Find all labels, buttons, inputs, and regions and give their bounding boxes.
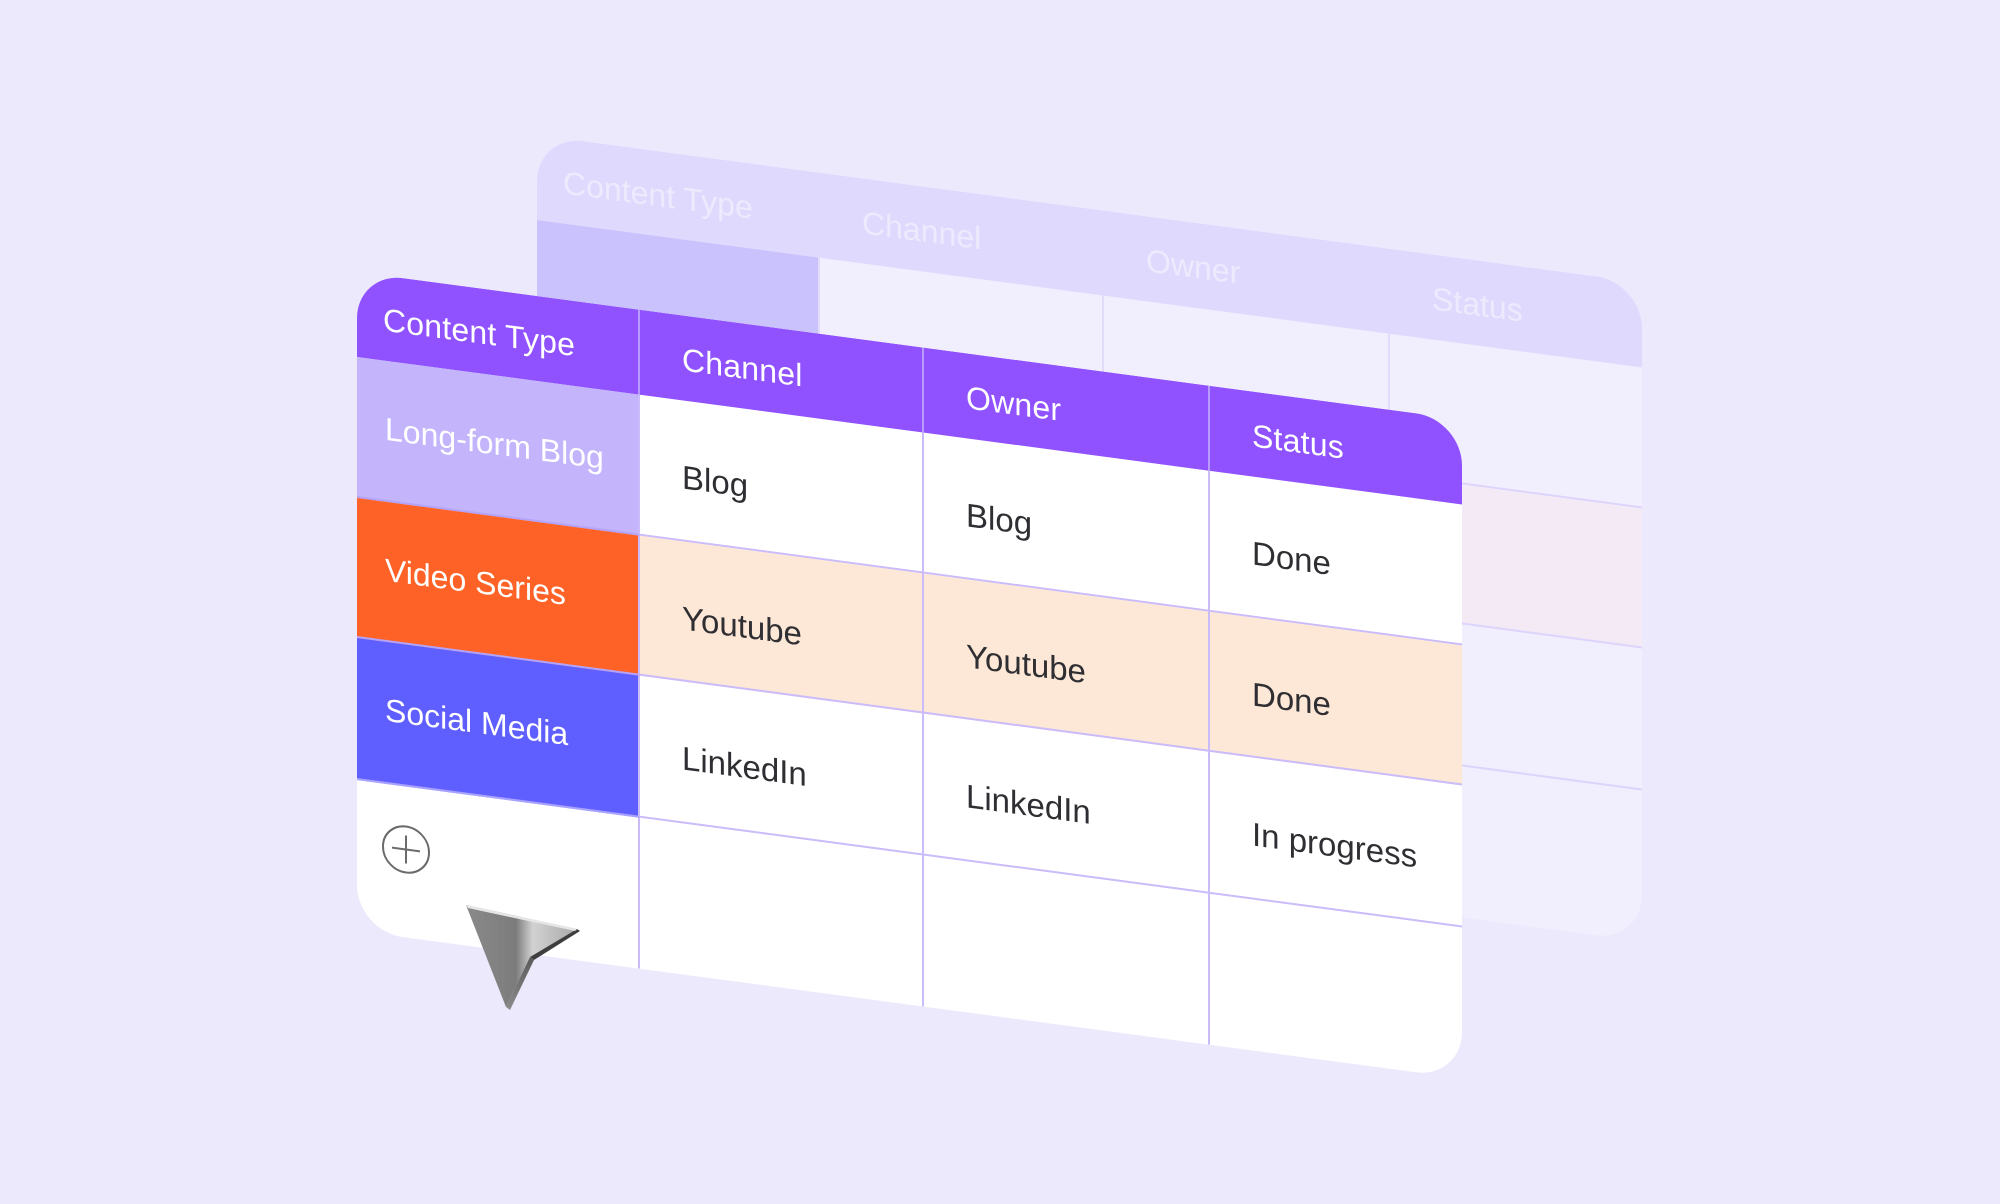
header-label: Content Type [383, 301, 576, 364]
header-label: Content Type [563, 164, 753, 226]
header-label: Channel [682, 341, 803, 394]
cell-text: LinkedIn [966, 777, 1091, 831]
cell-text: Done [1252, 534, 1331, 582]
add-row-button[interactable] [357, 780, 640, 969]
cell-text: Youtube [682, 599, 802, 653]
cell-text: LinkedIn [682, 739, 807, 794]
cell-text: Social Media [385, 691, 569, 753]
plus-circle-icon[interactable] [381, 821, 431, 878]
cell-text: Blog [682, 458, 749, 505]
header-label: Owner [966, 379, 1062, 428]
pointer-cursor-icon [466, 905, 580, 1010]
header-label: Status [1252, 417, 1344, 466]
content-table-card: Content Type Channel Owner Status Long-f… [357, 272, 1462, 1079]
empty-cell[interactable] [1210, 894, 1462, 1079]
cell-text: Done [1252, 675, 1331, 723]
cell-text: Youtube [966, 637, 1086, 691]
header-label: Owner [1146, 242, 1241, 291]
header-label: Channel [862, 204, 982, 257]
cell-text: Blog [966, 496, 1033, 543]
header-label: Status [1432, 280, 1523, 329]
cell-text: In progress [1252, 815, 1418, 875]
cell-text: Long-form Blog [385, 410, 604, 476]
cell-text: Video Series [385, 551, 566, 612]
